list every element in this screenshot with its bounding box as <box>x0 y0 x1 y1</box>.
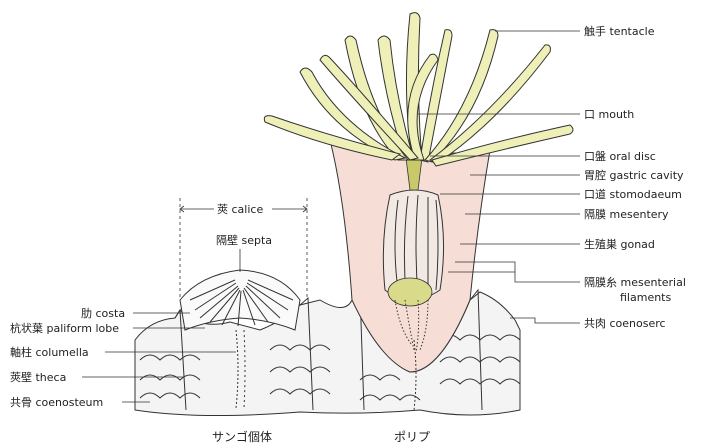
label-columella: 軸柱 columella <box>10 345 89 359</box>
label-oral-disc: 口盤 oral disc <box>584 150 656 163</box>
label-paliform-lobe: 杭状葉 paliform lobe <box>10 321 119 335</box>
caption-coral-individual: サンゴ個体 <box>212 429 272 444</box>
label-septa: 隔壁 septa <box>216 233 272 247</box>
label-theca: 莢壁 theca <box>10 370 66 384</box>
label-mesentery: 隔膜 mesentery <box>584 208 669 221</box>
label-gonad: 生殖巣 gonad <box>584 237 655 251</box>
label-stomodaeum: 口道 stomodaeum <box>584 187 682 201</box>
label-mesenterial: 隔膜糸 mesenterial <box>584 276 686 289</box>
label-costa: 肋 costa <box>81 306 125 320</box>
label-coenosteum: 共骨 coenosteum <box>10 396 103 409</box>
label-calice: 莢 calice <box>217 203 263 216</box>
label-coenoserc: 共肉 coenoserc <box>584 317 666 330</box>
label-gastric-cavity: 胃腔 gastric cavity <box>584 168 684 182</box>
label-tentacle: 触手 tentacle <box>584 24 655 38</box>
label-filaments: filaments <box>620 291 671 304</box>
tentacles <box>264 13 573 166</box>
caption-polyp: ポリプ <box>394 430 430 444</box>
label-mouth: 口 mouth <box>584 108 634 121</box>
